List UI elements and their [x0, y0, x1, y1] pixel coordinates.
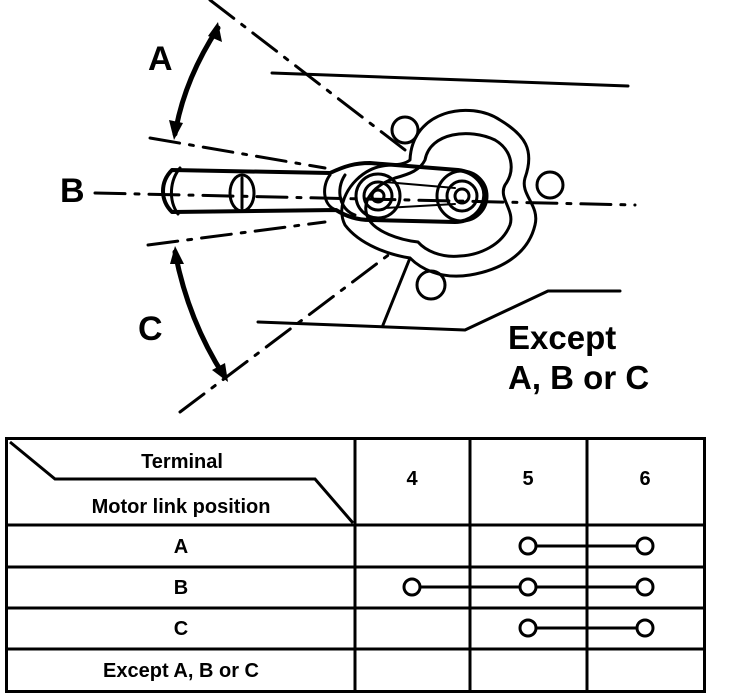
connection-node-5	[518, 536, 538, 556]
except-label: Except A, B or C	[508, 318, 649, 398]
connection-layer	[402, 536, 655, 638]
terminal-header-5: 5	[522, 468, 533, 490]
angle-label-c: C	[138, 310, 163, 348]
arrow-a-tail	[169, 120, 183, 140]
link-pivot-left-outer	[354, 172, 402, 220]
arc-a	[172, 25, 221, 137]
header-terminal: Terminal	[141, 451, 223, 473]
plate-bracket	[381, 256, 412, 327]
arrow-c-tail	[212, 363, 228, 382]
link-pin-outline	[228, 173, 256, 213]
link-boss	[338, 173, 357, 217]
header-diagonal	[9, 440, 355, 524]
motor-link-arm	[161, 161, 487, 224]
row-label: Except A, B or C	[103, 660, 259, 682]
motor-shaft-inner	[453, 187, 471, 205]
arrow-a-tip	[208, 22, 222, 42]
mounting-hole-top	[390, 115, 420, 145]
connection-node-6	[635, 618, 655, 638]
link-strut-lower	[384, 203, 456, 209]
arc-c	[172, 249, 227, 379]
connection-node-4	[402, 577, 422, 597]
row-label: B	[174, 577, 188, 599]
limit-line-upper	[148, 136, 327, 170]
cover-inner-contour	[364, 132, 513, 258]
mounting-hole-right	[535, 170, 565, 200]
link-pivot-left-inner	[370, 188, 386, 204]
plate-bottom-edge	[256, 289, 622, 332]
connection-node-5	[518, 577, 538, 597]
motor-shaft-mid	[445, 179, 479, 213]
mounting-hole-bottom	[415, 269, 447, 301]
row-label: A	[174, 536, 188, 558]
angle-label-a: A	[148, 40, 173, 78]
link-end-tip	[170, 166, 182, 216]
link-strut-upper	[384, 181, 456, 189]
plate-top-edge	[270, 71, 630, 88]
arrow-c-tip	[170, 246, 184, 264]
limit-line-lower	[146, 220, 327, 247]
except-label-line1: Except	[508, 319, 617, 356]
except-label-line2: A, B or C	[508, 359, 650, 396]
connection-node-6	[635, 536, 655, 556]
connection-node-5	[518, 618, 538, 638]
motor-link-diagram	[93, 0, 637, 414]
connection-node-6	[635, 577, 655, 597]
centerline-c	[178, 248, 397, 414]
cover-outer-contour	[340, 108, 538, 278]
terminal-header-4: 4	[406, 468, 418, 490]
header-position: Motor link position	[92, 496, 271, 518]
angle-label-b: B	[60, 172, 85, 210]
terminal-header-6: 6	[639, 468, 650, 490]
link-body-detail	[323, 173, 338, 212]
row-label: C	[174, 618, 188, 640]
motor-shaft-outer	[435, 169, 489, 223]
link-pivot-left-mid	[362, 180, 394, 212]
